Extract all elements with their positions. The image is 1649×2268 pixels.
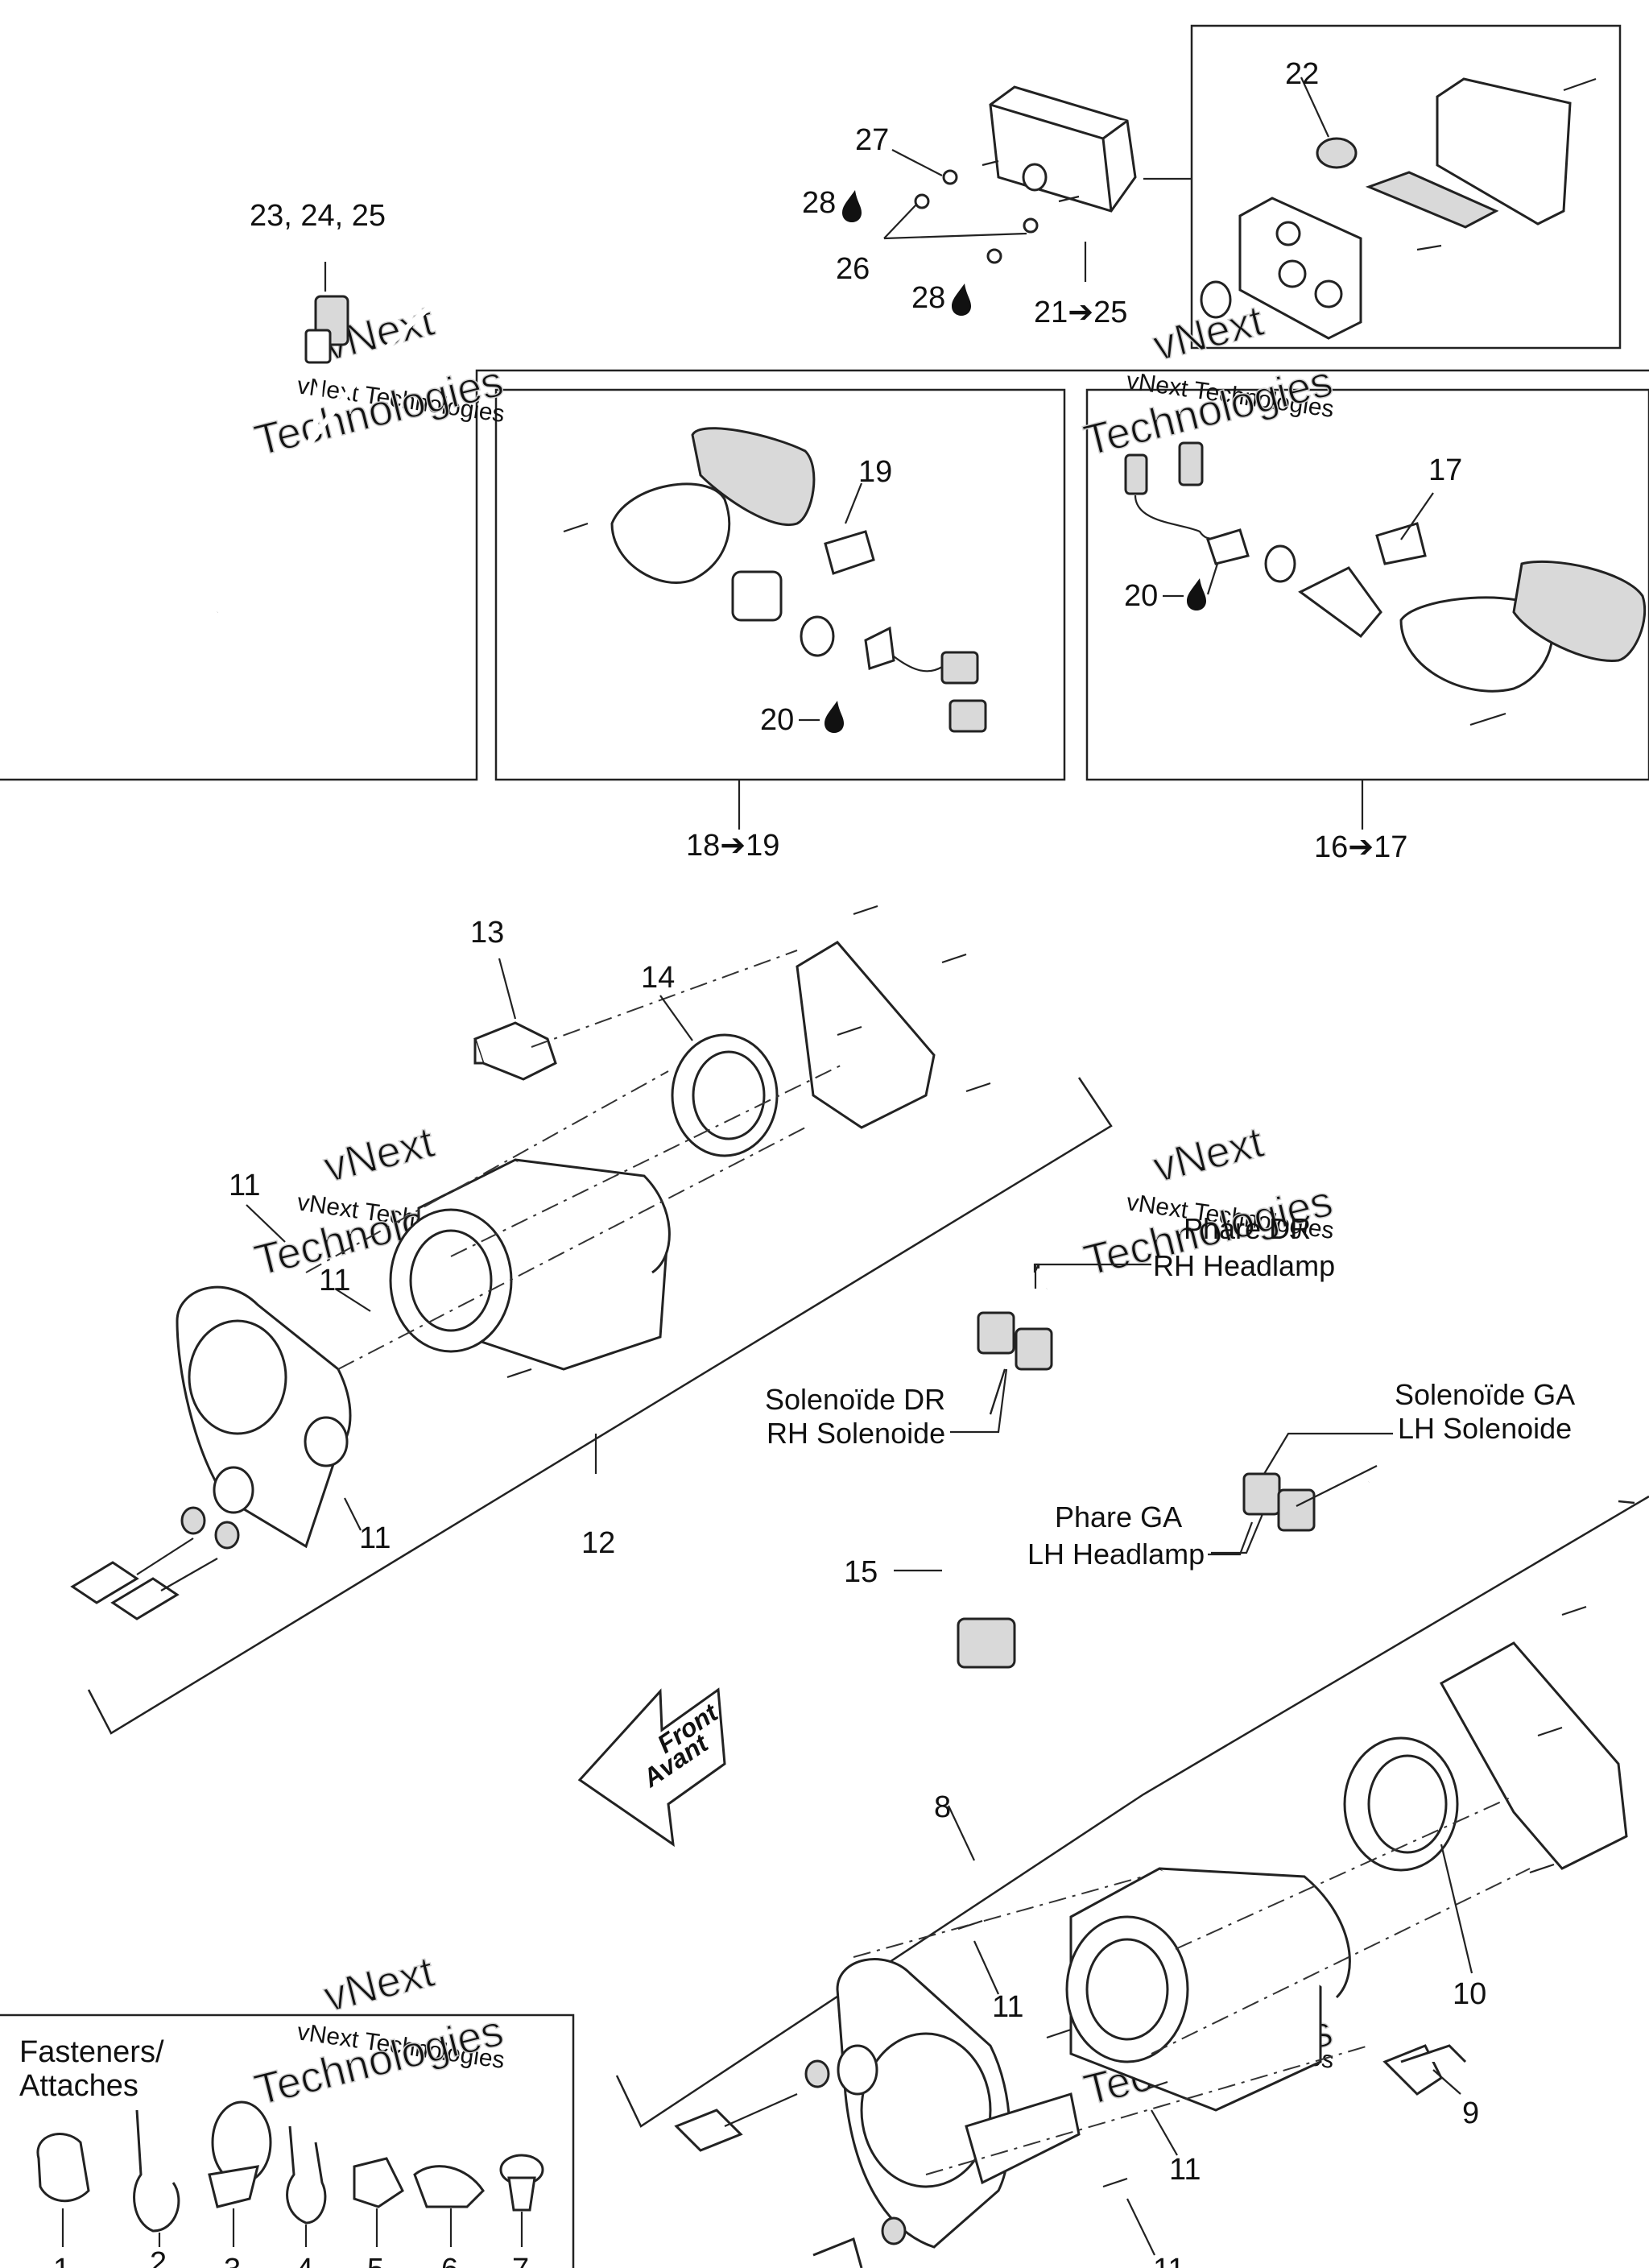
fastener-number: 2 xyxy=(150,2246,167,2268)
turn-signal-rh xyxy=(563,427,987,733)
fastener-number: 6 xyxy=(441,2253,458,2268)
part-number: 13 xyxy=(470,916,504,950)
part-number: 20 xyxy=(1124,579,1158,613)
part-number: 19 xyxy=(858,455,892,489)
watermark-big: vNext xyxy=(319,1947,438,2022)
drop-icon xyxy=(824,701,844,733)
lh-headlamp-en-label: LH Headlamp xyxy=(1027,1538,1205,1571)
part-number: 20 xyxy=(760,703,794,737)
watermark-big: vNext xyxy=(319,1118,438,1192)
rh-headlamp-fr-label: Phare DR xyxy=(1184,1212,1311,1245)
fastener-number: 5 xyxy=(367,2253,384,2268)
drop-icon xyxy=(952,284,971,316)
leader-lines xyxy=(246,77,1473,2256)
part-number: 15 xyxy=(844,1555,878,1589)
part-number-range: 21➔25 xyxy=(1034,296,1127,329)
fastener-number: 1 xyxy=(53,2253,70,2268)
watermark-big: Technologies xyxy=(250,2006,507,2114)
part-labels: 22 27 28 26 28 21➔25 23, 24, 25 19 20 18… xyxy=(229,57,1486,2268)
part-number: 22 xyxy=(1285,57,1319,91)
lh-solenoid-en-label: LH Solenoide xyxy=(1398,1412,1572,1445)
part-number: 11 xyxy=(229,1169,260,1202)
tail-light-assembly xyxy=(914,77,1597,340)
part-number: 11 xyxy=(319,1264,350,1297)
clip-icon xyxy=(353,2157,404,2208)
part-number: 9 xyxy=(1462,2096,1479,2130)
headlamp-assembly-12 xyxy=(70,904,991,1620)
watermark-big: Technologies xyxy=(250,357,507,465)
part-number: 27 xyxy=(855,123,889,157)
part-number: 23, 24, 25 xyxy=(250,199,386,233)
part-number: 11 xyxy=(992,1990,1023,2024)
tie-strap-icon xyxy=(133,2109,180,2233)
lh-solenoid-fr-label: Solenoïde GA xyxy=(1395,1378,1575,1411)
part-number: 11 xyxy=(359,1521,391,1555)
fastener-number: 4 xyxy=(296,2253,313,2268)
fasteners-panel: Fasteners/ Attaches 1 2 3 4 5 6 7 xyxy=(19,2035,544,2268)
fasteners-subtitle: Attaches xyxy=(19,2069,138,2103)
lh-headlamp-fr-label: Phare GA xyxy=(1055,1500,1182,1533)
drop-icon xyxy=(842,190,862,222)
part-number: 12 xyxy=(581,1526,615,1560)
part-number: 17 xyxy=(1428,453,1462,487)
tie-strap-small-icon xyxy=(286,2125,327,2225)
cable-clamp-icon xyxy=(413,2165,485,2208)
fasteners-title: Fasteners/ xyxy=(19,2035,164,2069)
watermark-big: vNext xyxy=(1148,1118,1267,1192)
part-number-range: 16➔17 xyxy=(1314,830,1407,864)
clamp-fastener-icon xyxy=(36,2133,90,2203)
fastener-number: 3 xyxy=(224,2253,241,2268)
diagram-frames xyxy=(0,24,1649,2268)
callouts: Phare DR RH Headlamp Solenoïde DR RH Sol… xyxy=(765,1212,1575,1571)
headlamp-assembly-8 xyxy=(674,1605,1628,2268)
fastener-number: 7 xyxy=(512,2253,529,2268)
part-number: 10 xyxy=(1453,1977,1486,2011)
part-number: 28 xyxy=(802,186,836,220)
wiring-harness xyxy=(28,43,1040,713)
part-number: 11 xyxy=(1169,2153,1201,2187)
watermark-big: Technologies xyxy=(1079,357,1337,465)
watermarks: vNext Technologies vNext Technologies vN… xyxy=(250,296,1338,2115)
part-number-range: 18➔19 xyxy=(686,829,779,863)
part-number: 8 xyxy=(934,1790,951,1824)
turn-signal-lh xyxy=(1124,441,1647,726)
front-direction-arrow[interactable]: Front Avant xyxy=(577,1687,726,1848)
part-number: 14 xyxy=(641,961,675,995)
part-number: 11 xyxy=(1153,2253,1184,2268)
headlamp-harness-15 xyxy=(944,1286,1371,1678)
part-number: 26 xyxy=(836,252,870,286)
rh-headlamp-en-label: RH Headlamp xyxy=(1153,1249,1335,1282)
rh-solenoid-en-label: RH Solenoide xyxy=(767,1417,945,1450)
rh-solenoid-fr-label: Solenoïde DR xyxy=(765,1383,945,1416)
part-number: 28 xyxy=(911,281,945,315)
drop-icon xyxy=(1187,578,1206,610)
